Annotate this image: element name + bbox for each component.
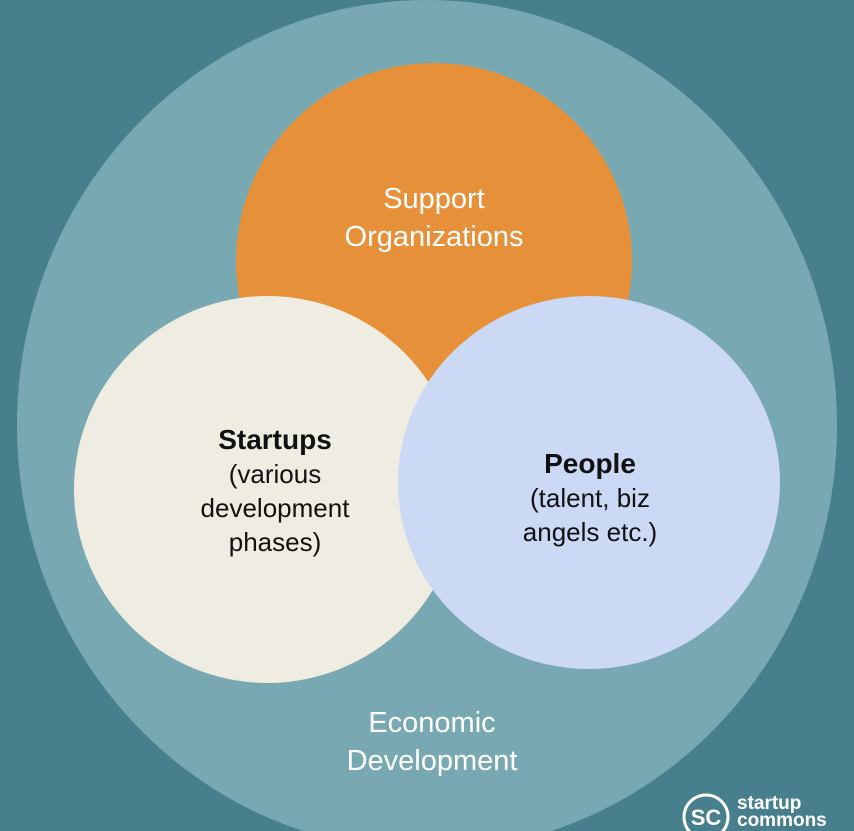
economic-development-label: Economic Development (290, 704, 574, 780)
economic-development-line-1: Economic (368, 707, 496, 739)
startups-line-2: development (200, 493, 350, 523)
people-label: People (talent, biz angels etc.) (474, 447, 706, 549)
startups-line-3: phases) (228, 527, 322, 557)
logo-line-1: startup (737, 793, 802, 814)
startup-commons-logo-icon: SC (682, 793, 730, 831)
logo-monogram: SC (691, 805, 722, 830)
people-line-2: angels etc.) (522, 517, 658, 547)
economic-development-line-2: Development (346, 745, 518, 777)
support-organizations-line-1: Support (383, 183, 485, 215)
startups-circle (74, 296, 461, 683)
support-organizations-label: Support Organizations (300, 180, 568, 256)
logo-wordmark: startup commons (737, 793, 827, 831)
startup-commons-logo: SC startup commons (680, 791, 854, 831)
startups-line-1: (various (228, 459, 322, 489)
people-circle (398, 296, 780, 669)
startups-title: Startups (218, 424, 332, 455)
logo-line-2: commons (737, 810, 827, 831)
support-organizations-line-2: Organizations (344, 221, 524, 253)
people-line-1: (talent, biz (530, 483, 650, 513)
startups-label: Startups (various development phases) (150, 423, 400, 559)
people-title: People (544, 448, 636, 479)
